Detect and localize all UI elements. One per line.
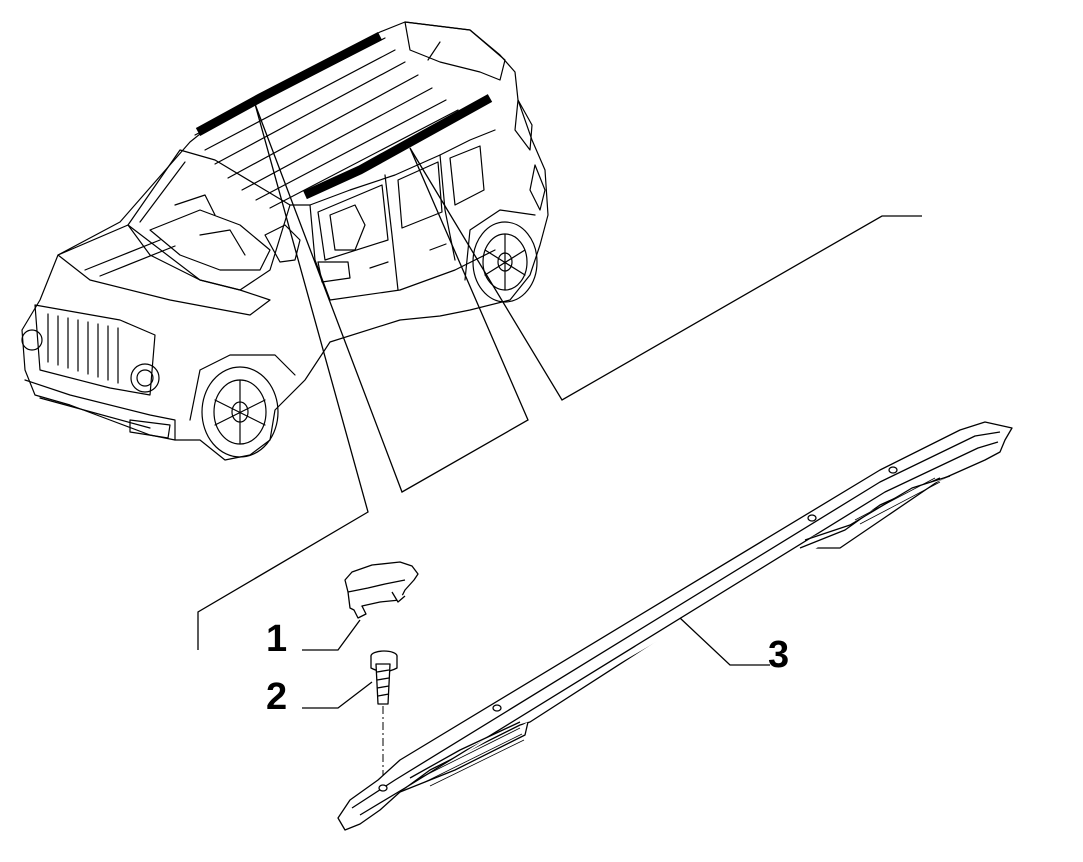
part-end-cap: [344, 561, 419, 619]
part-roof-rail: [337, 421, 1013, 831]
callout-label-2: 2: [266, 676, 288, 718]
vehicle-roof-rails-highlight: [195, 32, 493, 200]
callout-label-1: 1: [266, 618, 288, 660]
callout-label-3: 3: [768, 634, 790, 676]
rail-underside-hatch: [419, 477, 941, 787]
callout-leaders: [302, 617, 770, 709]
part-screw: [370, 650, 398, 705]
vehicle-leader-lines: [197, 103, 922, 650]
